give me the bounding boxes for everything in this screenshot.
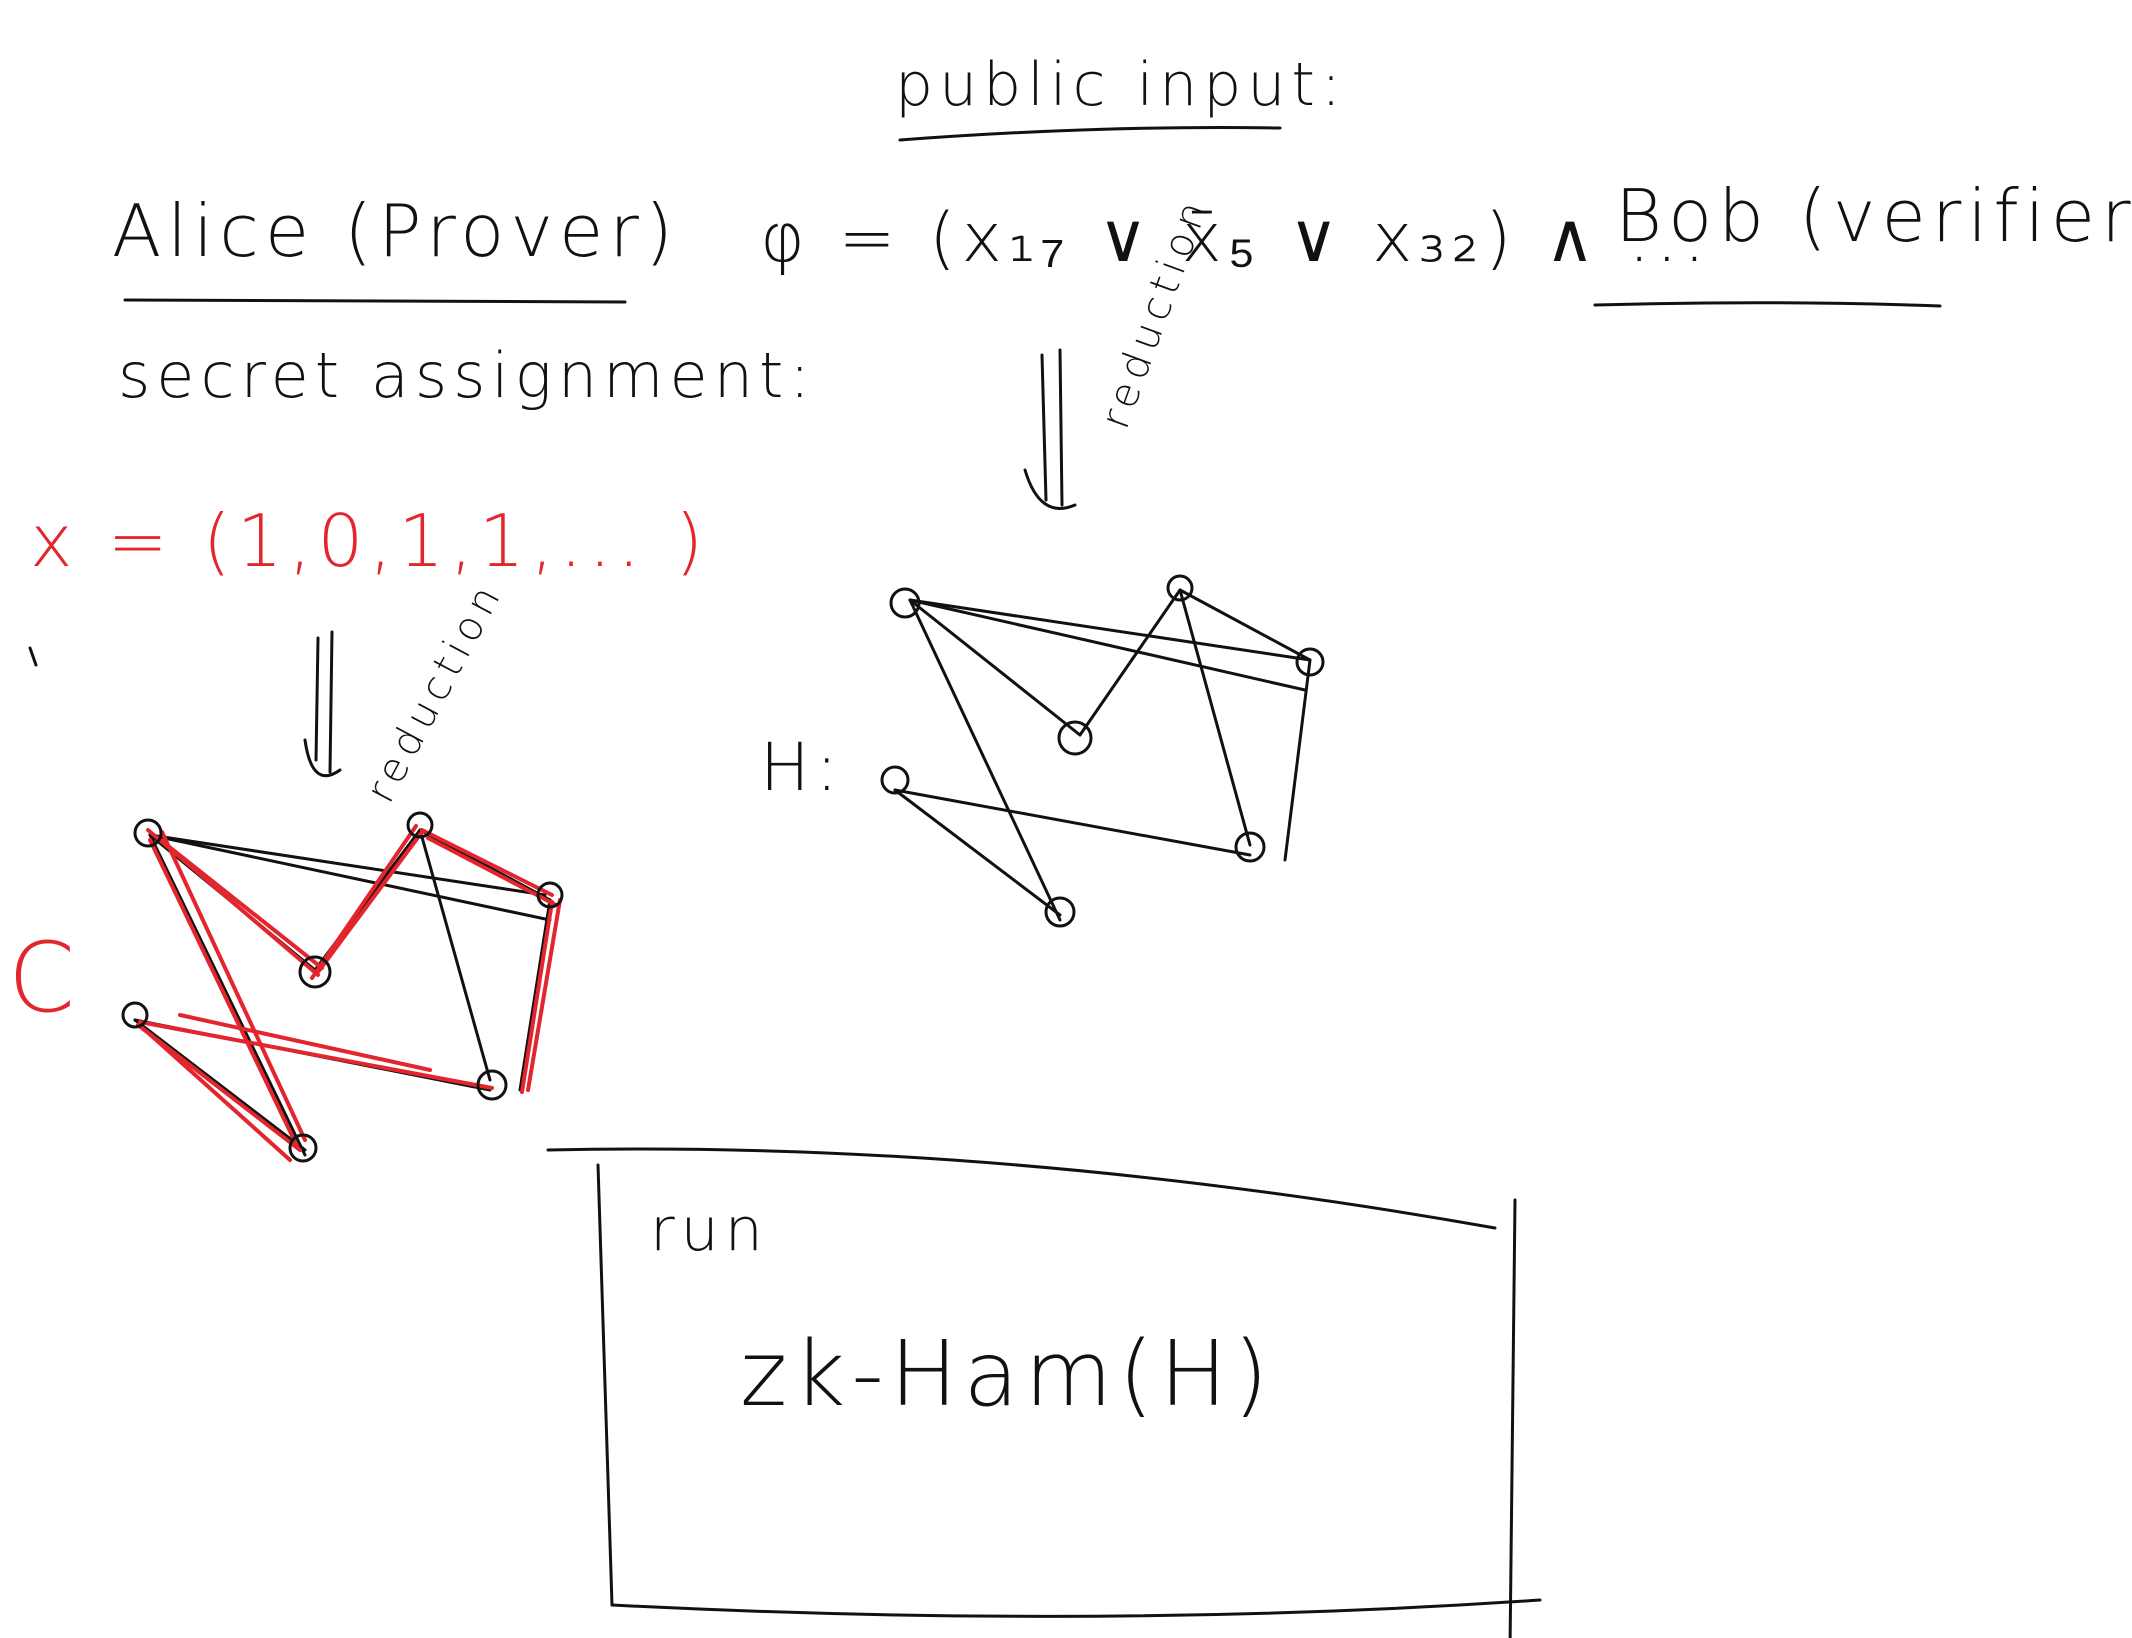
graph-c-node	[536, 881, 564, 909]
graph-h-node	[1057, 720, 1093, 756]
alice-prover-label: Alice (Prover)	[112, 189, 679, 273]
graph-c-node	[121, 1001, 149, 1029]
bob-verifier-label: Bob (verifier)	[1615, 174, 2132, 258]
graph-h-node	[1295, 647, 1325, 677]
graph-h-node	[889, 587, 921, 619]
public-input-heading: public input:	[895, 50, 1348, 120]
graph-c-node	[133, 818, 163, 848]
stray-mark	[28, 646, 38, 667]
formula-phi: φ = (x₁₇ ∨ x̄₅ ∨ x₃₂) ∧ ...	[760, 199, 1712, 278]
graph-h-nodes	[880, 574, 1325, 928]
reduction-arrow-right	[1023, 348, 1077, 510]
graph-c-hamiltonian-cycle	[136, 824, 562, 1162]
reduction-arrow-left	[303, 630, 342, 778]
graph-c-edges	[133, 828, 552, 1157]
zk-ham-command: zk-Ham(H)	[740, 1322, 1275, 1427]
graph-h-node	[1166, 574, 1194, 602]
graph-h-edges	[893, 588, 1312, 922]
graph-c	[121, 811, 564, 1163]
graph-h	[880, 574, 1325, 928]
public-input-underline	[898, 126, 1282, 142]
secret-assignment-label: secret assignment:	[118, 339, 817, 412]
graph-c-nodes	[121, 811, 564, 1163]
run-label: run	[650, 1195, 769, 1265]
alice-underline	[123, 298, 627, 304]
graph-c-node	[298, 955, 332, 989]
bob-underline	[1593, 301, 1942, 308]
graph-c-node	[476, 1069, 508, 1101]
graph-h-node	[1234, 831, 1266, 863]
graph-h-node	[880, 765, 910, 795]
graph-h-label: H:	[760, 729, 844, 806]
graph-c-node	[406, 811, 434, 839]
graph-c-node	[288, 1133, 318, 1163]
graph-c-label: C	[8, 922, 82, 1034]
run-box	[546, 1147, 1542, 1638]
secret-assignment-vector: x = (1,0,1,1,... )	[30, 499, 710, 583]
graph-h-node	[1044, 896, 1076, 928]
